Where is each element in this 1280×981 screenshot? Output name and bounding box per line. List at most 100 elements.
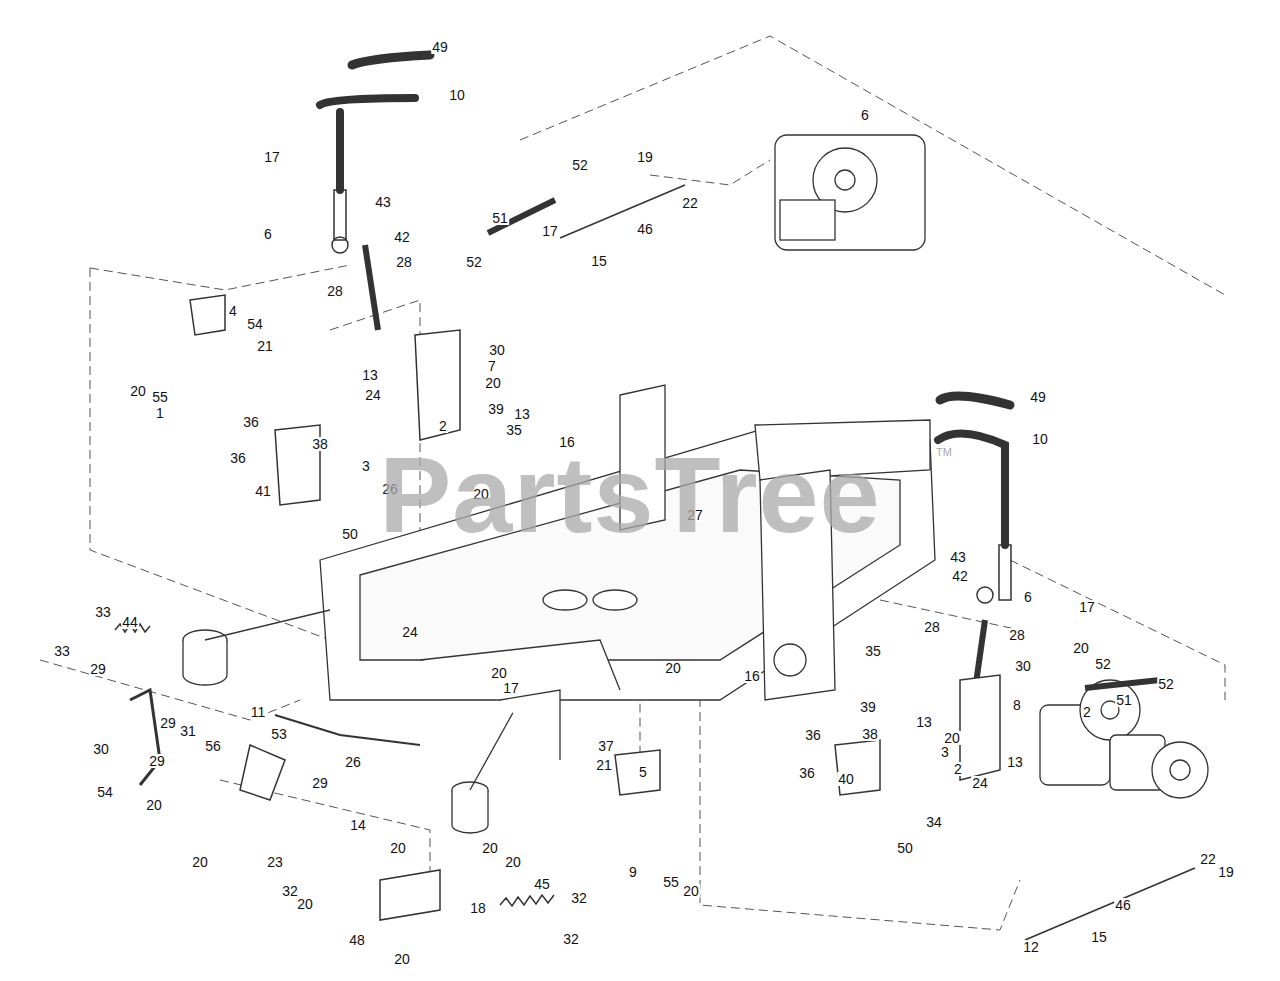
callout-number: 7 <box>487 359 497 373</box>
callout-number: 51 <box>1115 693 1133 707</box>
callout-number: 9 <box>628 865 638 879</box>
callout-number: 28 <box>326 284 344 298</box>
callout-number: 13 <box>513 407 531 421</box>
watermark: PartsTree <box>379 441 880 549</box>
callout-number: 33 <box>53 644 71 658</box>
callout-number: 8 <box>1012 698 1022 712</box>
callout-number: 54 <box>246 317 264 331</box>
callout-number: 20 <box>129 384 147 398</box>
callout-number: 22 <box>681 196 699 210</box>
callout-number: 20 <box>943 731 961 745</box>
callout-number: 2 <box>438 419 448 433</box>
callout-number: 39 <box>487 402 505 416</box>
callout-number: 50 <box>896 841 914 855</box>
callout-number: 29 <box>311 776 329 790</box>
callout-number: 50 <box>341 527 359 541</box>
callout-number: 46 <box>636 222 654 236</box>
callout-number: 28 <box>395 255 413 269</box>
callout-number: 20 <box>389 841 407 855</box>
callout-number: 6 <box>1023 590 1033 604</box>
callout-number: 40 <box>837 772 855 786</box>
callout-number: 21 <box>595 758 613 772</box>
callout-number: 49 <box>1029 390 1047 404</box>
assembly-dashed-lines <box>40 36 1225 930</box>
control-levers <box>190 55 1011 795</box>
callout-number: 32 <box>562 932 580 946</box>
callout-number: 32 <box>570 891 588 905</box>
callout-number: 43 <box>374 195 392 209</box>
callout-number: 44 <box>121 615 139 629</box>
callout-number: 30 <box>92 742 110 756</box>
callout-number: 20 <box>481 841 499 855</box>
callout-number: 19 <box>1217 865 1235 879</box>
callout-number: 3 <box>940 745 950 759</box>
callout-number: 20 <box>1072 641 1090 655</box>
callout-number: 32 <box>281 884 299 898</box>
callout-number: 17 <box>1078 600 1096 614</box>
callout-number: 6 <box>860 108 870 122</box>
callout-number: 22 <box>1199 852 1217 866</box>
callout-number: 17 <box>263 150 281 164</box>
callout-number: 52 <box>1157 677 1175 691</box>
callout-number: 13 <box>1006 755 1024 769</box>
callout-number: 28 <box>923 620 941 634</box>
callout-number: 24 <box>364 388 382 402</box>
callout-number: 36 <box>229 451 247 465</box>
callout-number: 36 <box>798 766 816 780</box>
callout-number: 28 <box>1008 628 1026 642</box>
callout-number: 20 <box>682 884 700 898</box>
callout-number: 6 <box>263 227 273 241</box>
callout-number: 55 <box>662 875 680 889</box>
callout-number: 30 <box>1014 659 1032 673</box>
callout-number: 42 <box>393 230 411 244</box>
callout-number: 48 <box>348 933 366 947</box>
callout-number: 15 <box>1090 930 1108 944</box>
callout-number: 19 <box>636 150 654 164</box>
callout-number: 37 <box>597 739 615 753</box>
callout-number: 56 <box>204 739 222 753</box>
callout-number: 10 <box>1031 432 1049 446</box>
callout-number: 45 <box>533 877 551 891</box>
callout-number: 46 <box>1114 898 1132 912</box>
callout-number: 29 <box>159 716 177 730</box>
callout-number: 13 <box>361 368 379 382</box>
callout-number: 16 <box>743 669 761 683</box>
rods-and-springs <box>115 185 1195 940</box>
callout-number: 11 <box>250 705 267 719</box>
callout-number: 20 <box>393 952 411 966</box>
callout-number: 17 <box>502 681 520 695</box>
callout-number: 2 <box>1082 705 1092 719</box>
callout-number: 29 <box>89 662 107 676</box>
callout-number: 1 <box>155 406 165 420</box>
callout-number: 54 <box>96 785 114 799</box>
callout-number: 51 <box>491 211 509 225</box>
callout-number: 20 <box>296 897 314 911</box>
callout-number: 18 <box>469 901 487 915</box>
callout-number: 2 <box>953 762 963 776</box>
callout-number: 21 <box>256 339 274 353</box>
callout-number: 39 <box>859 700 877 714</box>
callout-number: 4 <box>228 304 238 318</box>
callout-number: 29 <box>148 754 166 768</box>
callout-number: 20 <box>191 855 209 869</box>
callout-number: 41 <box>254 484 272 498</box>
callout-number: 38 <box>311 437 329 451</box>
callout-number: 33 <box>94 605 112 619</box>
callout-number: 36 <box>242 415 260 429</box>
callout-number: 20 <box>484 376 502 390</box>
callout-number: 36 <box>804 728 822 742</box>
callout-number: 53 <box>270 727 288 741</box>
callout-number: 20 <box>490 666 508 680</box>
callout-number: 17 <box>541 224 559 238</box>
callout-number: 34 <box>925 815 943 829</box>
callout-number: 24 <box>971 776 989 790</box>
callout-number: 55 <box>151 390 169 404</box>
callout-number: 52 <box>571 158 589 172</box>
callout-number: 30 <box>488 343 506 357</box>
callout-number: 49 <box>431 40 449 54</box>
callout-number: 5 <box>638 765 648 779</box>
callout-number: 42 <box>951 569 969 583</box>
callout-number: 20 <box>664 661 682 675</box>
callout-number: 13 <box>915 715 933 729</box>
